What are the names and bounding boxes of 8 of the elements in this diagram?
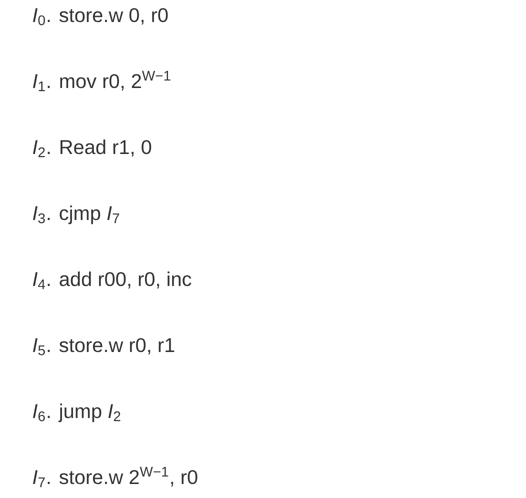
instruction-line: I$_{0}$. store.w 0, r0 [33, 8, 168, 26]
instruction-line: I$_{2}$. Read r1, 0 [33, 140, 152, 158]
instruction-line: I$_{1}$. mov r0, 2$^{W−1}$ [33, 70, 170, 92]
instruction-line: I$_{7}$. store.w 2$^{W−1}$, r0 [33, 466, 198, 488]
instruction-line: I$_{6}$. jump I$_{2}$ [33, 404, 120, 422]
instruction-line: I$_{4}$. add r00, r0, inc [33, 272, 192, 290]
instruction-line: I$_{3}$. cjmp I$_{7}$ [33, 206, 120, 224]
instruction-line: I$_{5}$. store.w r0, r1 [33, 338, 174, 356]
